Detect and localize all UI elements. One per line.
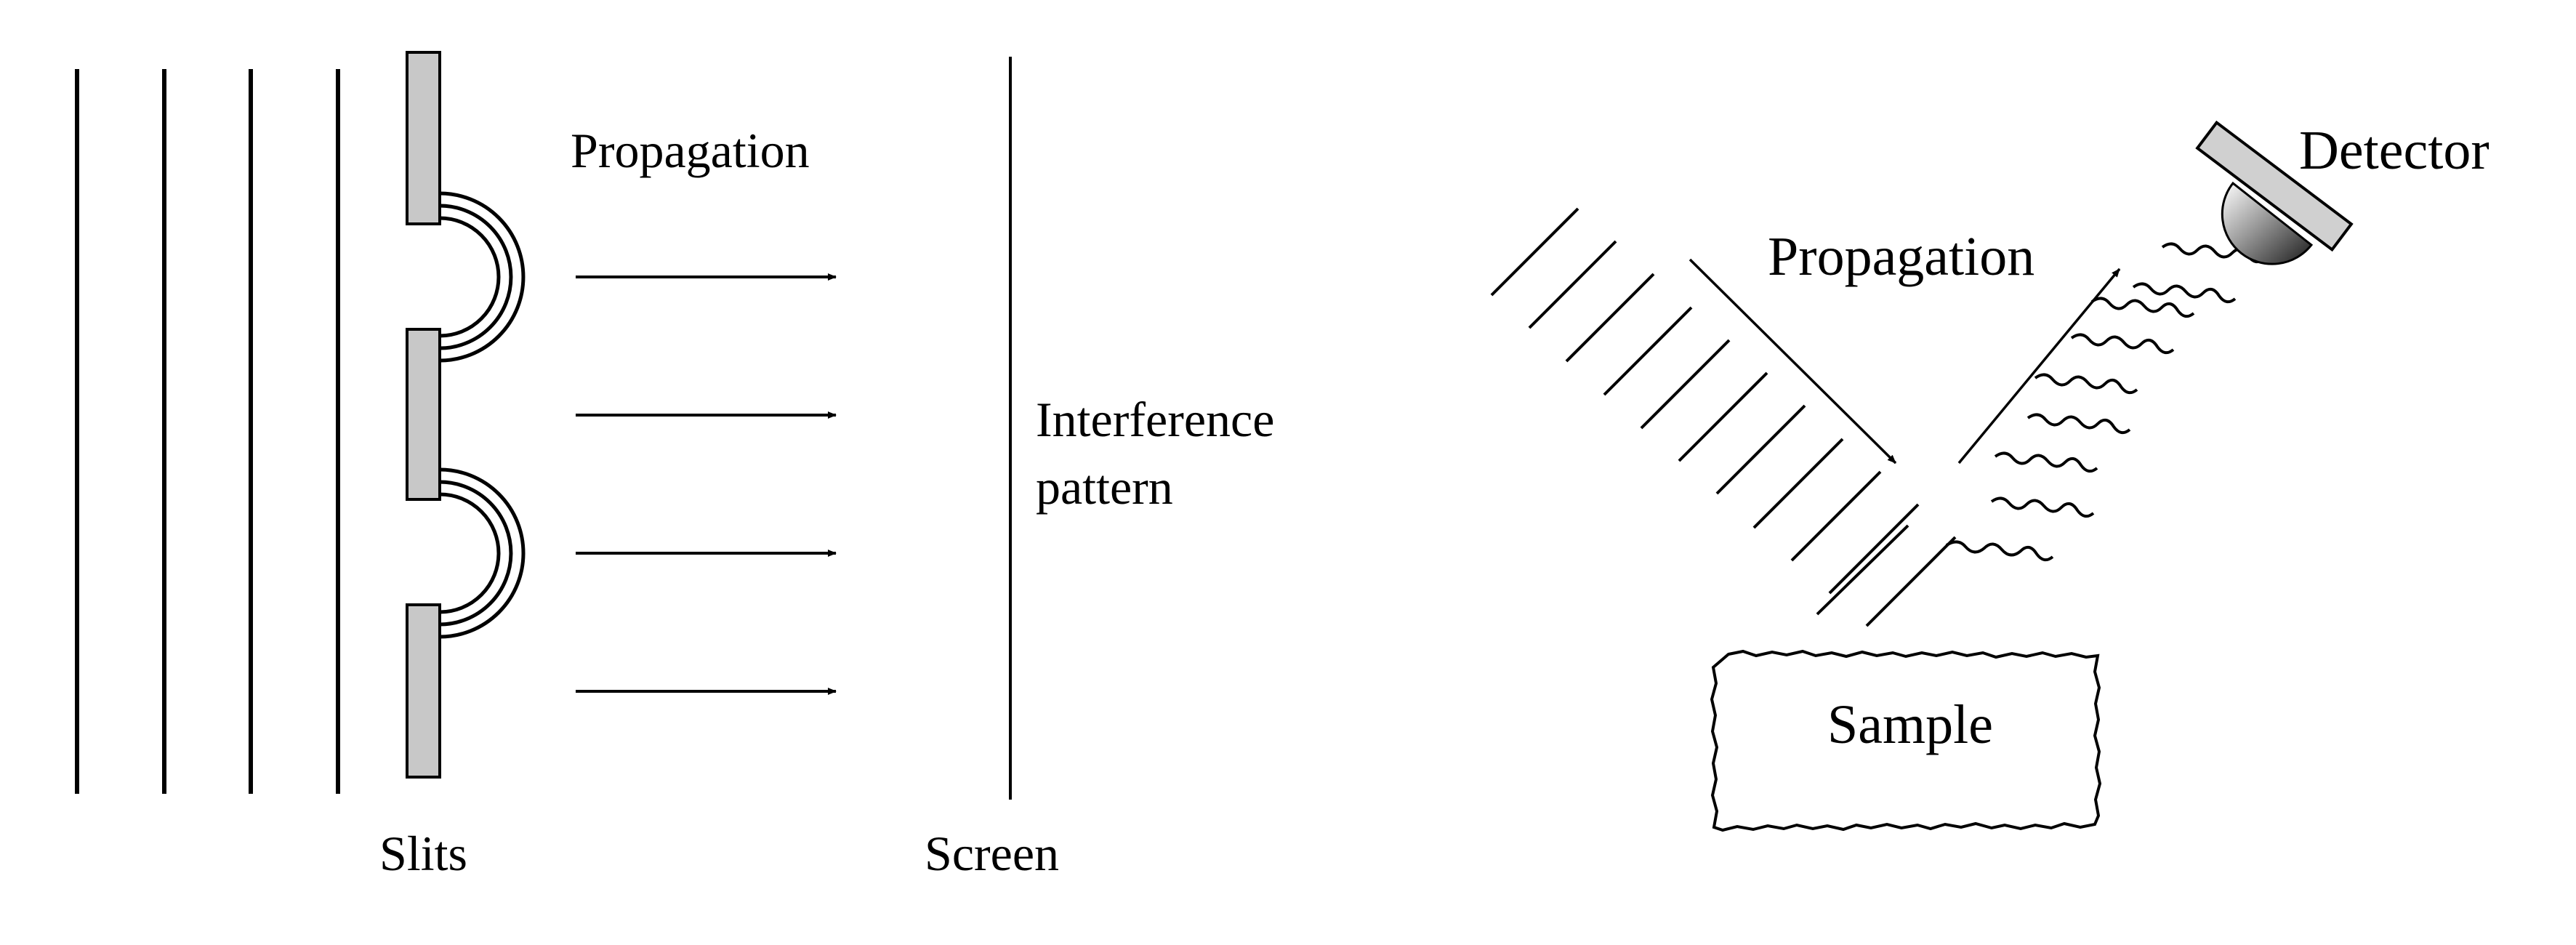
incident-wavefronts-diagonal <box>1490 207 1957 627</box>
wavelet-arc <box>439 467 526 639</box>
scattered-wave <box>1994 451 2098 473</box>
wavefront-line <box>1752 438 1844 529</box>
slits-label: Slits <box>379 826 467 881</box>
sample-box <box>1710 649 2102 832</box>
scattered-wave <box>2132 282 2237 304</box>
detector-plate <box>2195 120 2354 252</box>
scattered-wavefronts <box>1945 242 2266 562</box>
wavelet-arc <box>439 191 526 363</box>
interference-label-line1: Interference <box>1036 392 1274 447</box>
wavefront-line <box>1828 503 1920 595</box>
barrier-block <box>406 51 441 225</box>
detector <box>2195 120 2354 265</box>
wavelet-arc <box>439 492 501 614</box>
barrier-block <box>406 328 441 501</box>
scattered-wave <box>1990 496 2095 518</box>
propagation-label: Propagation <box>571 123 810 178</box>
wavefront-line <box>1790 470 1882 562</box>
propagation-label: Propagation <box>1768 226 2034 287</box>
wavelet-arc <box>439 216 501 338</box>
wavelet-arc <box>439 204 513 350</box>
scattered-wave <box>2034 373 2138 395</box>
wavefront-line <box>1603 306 1693 396</box>
scattered-wave <box>2090 297 2195 318</box>
scattering-panel: Propagation Detector Sample <box>1490 120 2490 832</box>
detector-label: Detector <box>2299 120 2490 181</box>
screen-label: Screen <box>925 826 1059 881</box>
wavefront-line <box>1528 240 1617 329</box>
slit-barrier <box>406 51 441 779</box>
scattered-wave <box>2070 333 2175 355</box>
wavefront-line <box>1565 273 1655 363</box>
wavefront-line <box>1678 371 1768 462</box>
incident-ray-arrow <box>1689 258 1897 465</box>
barrier-block <box>406 603 441 779</box>
diffracted-wavelets-upper <box>439 191 526 363</box>
wavefront-line <box>1640 339 1731 430</box>
interference-label-line2: pattern <box>1036 459 1173 515</box>
propagation-arrows <box>576 273 837 695</box>
wavefront-line <box>1715 404 1806 495</box>
wavelet-arc <box>439 480 513 627</box>
scattered-wave <box>2026 413 2131 435</box>
double-slit-panel: Propagation Interference pattern Slits S… <box>75 51 1274 881</box>
diffracted-wavelets-lower <box>439 467 526 639</box>
detector-dome-icon <box>2221 181 2314 265</box>
wavefront-line <box>1816 524 1909 616</box>
incident-wavefronts <box>75 69 340 794</box>
wavefront-line <box>1865 536 1957 627</box>
sample-label: Sample <box>1827 694 1993 755</box>
wavefront-line <box>1490 207 1579 297</box>
scattered-wave <box>1945 540 2054 562</box>
